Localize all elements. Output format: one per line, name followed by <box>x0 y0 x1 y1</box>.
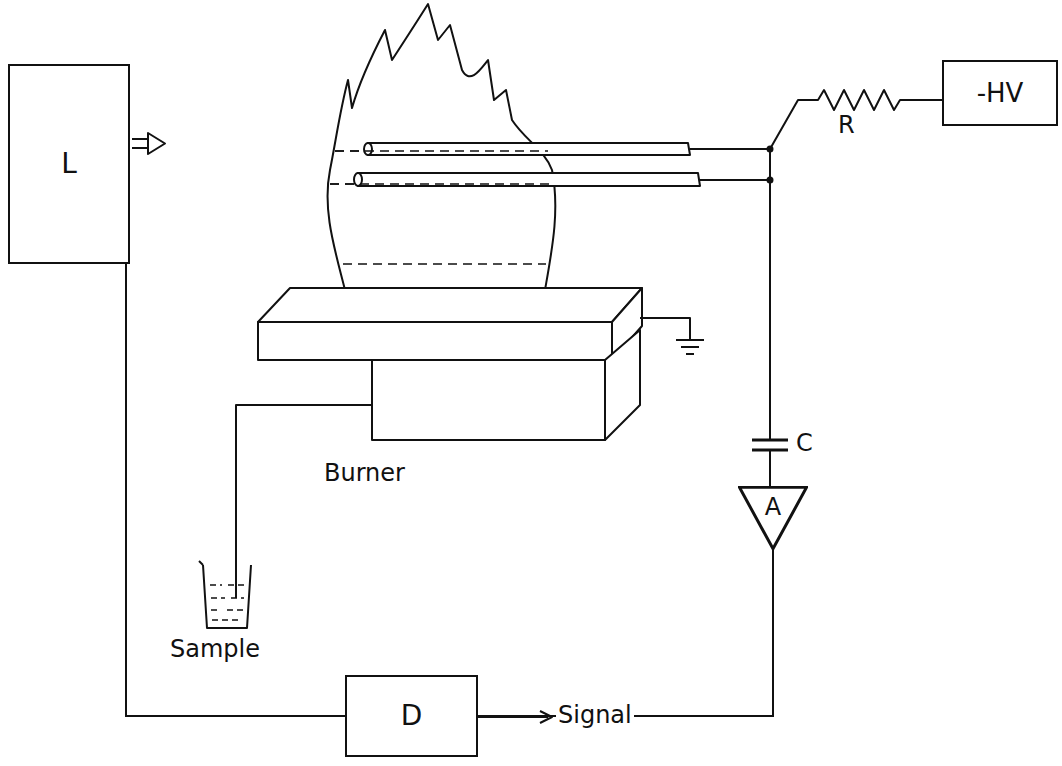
node-text: D <box>401 701 423 732</box>
node-text: L <box>61 149 77 180</box>
burner-label: Burner <box>322 460 407 486</box>
resistor-symbol <box>770 90 942 149</box>
electrode-wiring <box>690 147 773 441</box>
node-text: -HV <box>977 79 1024 108</box>
laser-box: L <box>8 64 130 264</box>
ground-symbol <box>640 318 704 354</box>
capacitor-symbol <box>752 440 788 488</box>
wire-connector <box>478 549 773 716</box>
laser-beam-arrow <box>132 133 165 154</box>
high-voltage-box: -HV <box>942 60 1058 126</box>
burner <box>258 288 642 440</box>
detector-box: D <box>345 675 478 757</box>
electrode-rods <box>330 143 700 186</box>
sample-tube <box>236 405 372 598</box>
resistor-label: R <box>836 112 857 138</box>
signal-label: Signal <box>556 702 634 728</box>
sample-beaker <box>199 561 251 628</box>
wire-connector <box>126 264 345 716</box>
node-text: A <box>765 494 781 520</box>
sample-label: Sample <box>168 636 262 662</box>
capacitor-label: C <box>794 430 815 456</box>
amplifier-triangle: A <box>738 486 808 550</box>
